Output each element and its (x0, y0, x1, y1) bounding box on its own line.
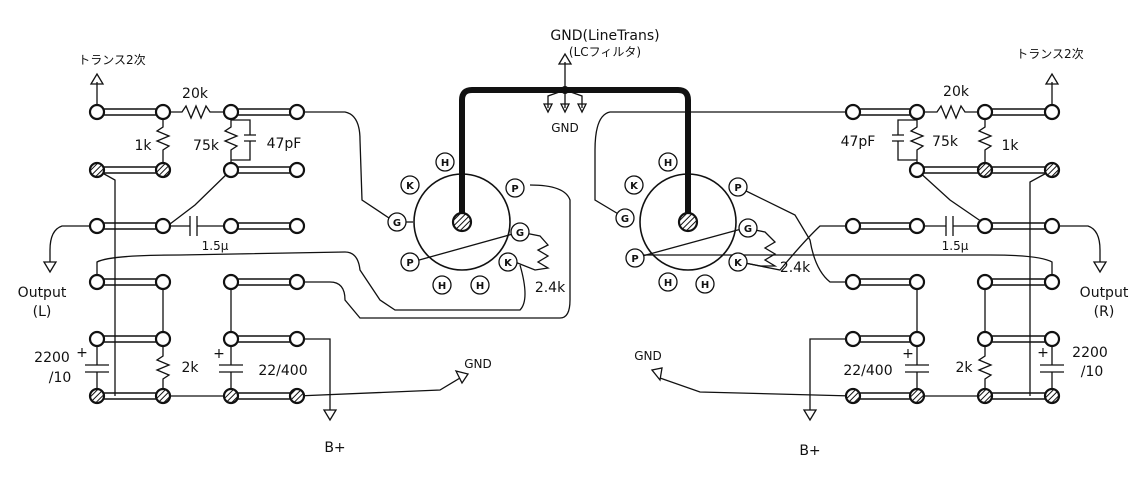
svg-text:+: + (213, 346, 225, 362)
left-output-label: Output (18, 285, 67, 301)
right-trans-label: トランス2次 (1016, 47, 1083, 61)
right-tube-socket (639, 173, 737, 271)
right-bplus-label: B+ (799, 443, 820, 459)
left-channel: トランス2次 20k 1k 75k 47pF 1.5μ Output (L) (18, 53, 571, 456)
right-r20k-label: 20k (943, 84, 970, 100)
right-c2200-v-label: /10 (1081, 364, 1104, 380)
heater-ground-wire (459, 87, 691, 222)
svg-text:K: K (504, 258, 513, 269)
left-c2200-label: 2200 (34, 350, 70, 366)
gnd-center-label: GND (551, 121, 579, 135)
svg-text:P: P (734, 183, 741, 194)
svg-text:K: K (406, 181, 415, 192)
right-output-label: Output (1080, 285, 1129, 301)
svg-text:G: G (516, 228, 524, 239)
left-c2200-v-label: /10 (49, 370, 72, 386)
right-r75k-label: 75k (932, 134, 959, 150)
left-c47pf-label: 47pF (267, 136, 302, 152)
right-channel: トランス2次 20k 1k 75k 47pF 1.5μ Output (R) (594, 47, 1129, 459)
center-ground: GND(LineTrans) (LCフィルタ) GND (459, 28, 691, 222)
right-output-ch-label: (R) (1094, 304, 1115, 320)
svg-text:G: G (393, 218, 401, 229)
svg-text:H: H (701, 280, 709, 291)
left-tube-socket (413, 173, 511, 271)
left-r75k-label: 75k (193, 138, 220, 154)
left-c15u-label: 1.5μ (202, 239, 229, 253)
gnd-linetrans-label: GND(LineTrans) (550, 28, 659, 44)
right-c2200-label: 2200 (1072, 345, 1108, 361)
gnd-top-arrow (557, 52, 573, 65)
svg-text:+: + (902, 346, 914, 362)
right-gnd-label: GND (634, 349, 662, 363)
svg-text:H: H (441, 158, 449, 169)
right-c15u-label: 1.5μ (942, 239, 969, 253)
svg-text:P: P (631, 254, 638, 265)
lc-filter-label: (LCフィルタ) (569, 45, 641, 59)
right-r24k-label: 2.4k (780, 260, 811, 276)
svg-text:H: H (438, 281, 446, 292)
svg-text:K: K (630, 181, 639, 192)
left-trans-label: トランス2次 (78, 53, 145, 67)
svg-text:H: H (664, 278, 672, 289)
left-output-ch-label: (L) (33, 304, 52, 320)
svg-text:G: G (621, 214, 629, 225)
left-bplus-label: B+ (324, 440, 345, 456)
left-r2k-label: 2k (181, 360, 199, 376)
svg-text:P: P (406, 258, 413, 269)
svg-text:+: + (1037, 345, 1049, 361)
left-c22-label: 22/400 (258, 363, 307, 379)
svg-text:P: P (511, 184, 518, 195)
right-r2k-label: 2k (955, 360, 973, 376)
right-tube-center (677, 211, 699, 233)
svg-text:H: H (476, 281, 484, 292)
right-c22-label: 22/400 (843, 363, 892, 379)
left-r24k-label: 2.4k (535, 280, 566, 296)
left-r1k-label: 1k (134, 138, 152, 154)
left-r20k-label: 20k (182, 86, 209, 102)
svg-text:G: G (744, 224, 752, 235)
svg-text:K: K (734, 258, 743, 269)
left-tube-center (451, 211, 473, 233)
svg-text:+: + (76, 345, 88, 361)
right-r1k-label: 1k (1001, 138, 1019, 154)
svg-text:H: H (664, 158, 672, 169)
right-c47pf-label: 47pF (841, 134, 876, 150)
left-gnd-label: GND (464, 357, 492, 371)
